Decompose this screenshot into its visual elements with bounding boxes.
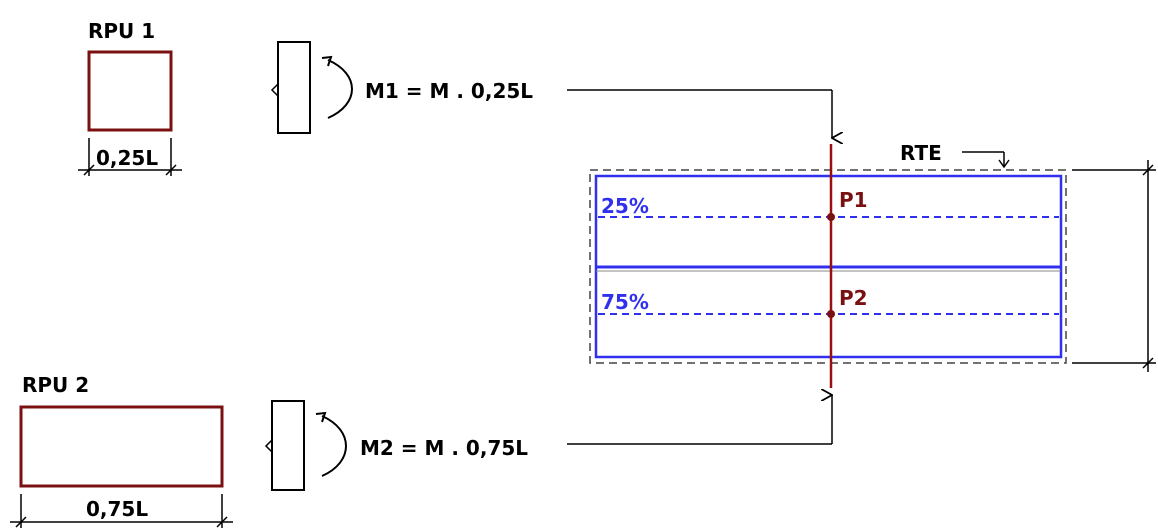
moment1-symbol	[270, 41, 353, 134]
point-p2-marker	[827, 310, 835, 318]
rpu2-group: RPU 2 0,75L	[10, 373, 233, 528]
rpu1-group: RPU 1 0,25L	[78, 19, 182, 176]
point-p2-label: P2	[839, 286, 868, 310]
point-p1-label: P1	[839, 188, 868, 212]
rpu1-title: RPU 1	[88, 19, 155, 43]
rpu2-dimension-line	[10, 494, 233, 528]
moment2-symbol	[264, 400, 347, 491]
rpu2-dimension-label: 0,75L	[86, 497, 148, 521]
rte-percent-25: 25%	[601, 194, 649, 218]
point-p1-marker	[827, 213, 835, 221]
rte-height-dimension	[1072, 160, 1156, 372]
moment1-formula: M1 = M . 0,25L	[365, 79, 533, 103]
rte-label-arrow	[962, 151, 1010, 169]
moment2-formula: M2 = M . 0,75L	[360, 436, 528, 460]
rpu1-dimension-line	[78, 138, 182, 176]
rpu1-dimension-label: 0,25L	[96, 146, 158, 170]
moment2-leader	[567, 395, 832, 445]
rpu1-rectangle	[87, 50, 173, 132]
rte-label: RTE	[900, 141, 942, 165]
moment1-leader	[567, 89, 832, 138]
rpu2-rectangle	[19, 405, 224, 488]
rte-group: 25% 75% P1 P2 RTE	[589, 141, 1156, 388]
rte-outer-dashed-rect	[589, 169, 1067, 364]
rpu2-title: RPU 2	[22, 373, 89, 397]
rte-percent-75: 75%	[601, 290, 649, 314]
